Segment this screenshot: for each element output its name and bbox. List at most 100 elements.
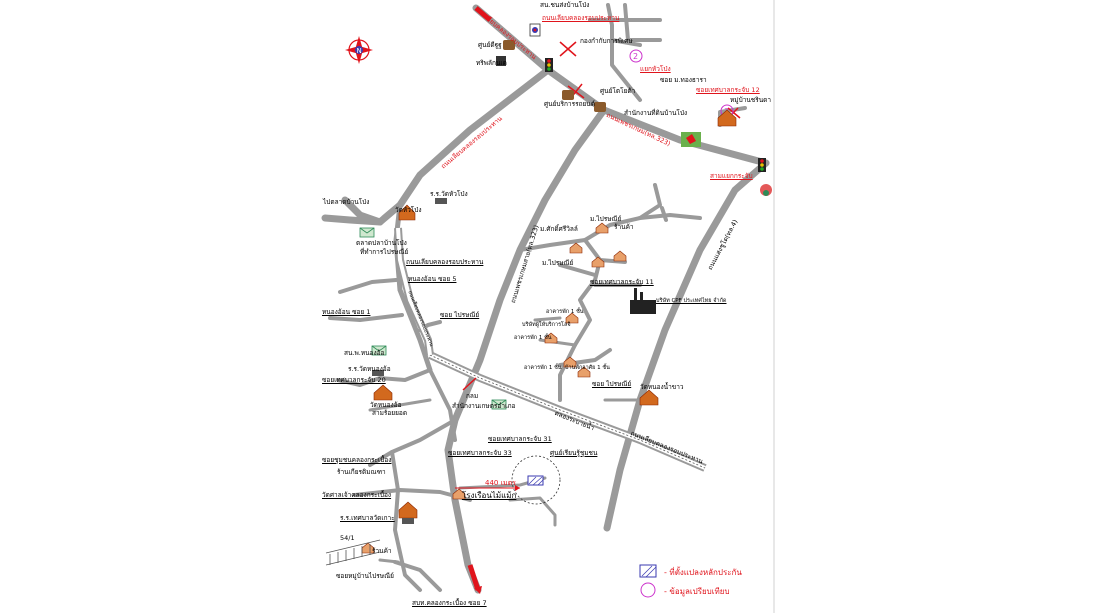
label-wat-right: วัดหนองน้ำขาว <box>640 383 684 391</box>
school-icons <box>372 198 447 524</box>
label-soi-small: 54/1 <box>340 534 355 542</box>
label-house3: อาคารพัก 1 ชั้น <box>514 335 552 341</box>
road-wat-nongor <box>336 368 432 387</box>
label-soi11: ซอยเทศบาลกระจับ 11 <box>590 278 654 286</box>
label-office-nong: สำนักงานเกษตรอำเภอ <box>452 402 516 410</box>
road-village-3 <box>660 206 668 222</box>
post-icons <box>359 227 507 410</box>
traffic-light-2 <box>758 158 766 172</box>
label-factory: บริษัท CPF ประเทศไทย จำกัด <box>656 298 727 304</box>
label-klong-road: ถนนเลียบคลองรอบประหาน <box>406 258 484 266</box>
label-village3: ร้านค้า <box>614 223 634 231</box>
label-soi31: ซอยเทศบาลกระจับ 31 <box>488 435 552 443</box>
label-municipal-office: สำนักงานที่ดินบ้านโป่ง <box>624 109 688 117</box>
road-village-4 <box>573 238 602 347</box>
label-soi-pipat: ซอย ไปรษณีย์ <box>440 311 480 319</box>
label-pump-station: ศูนย์ดีฐูฐ <box>478 41 502 49</box>
compass-icon: N <box>345 36 373 64</box>
parking-stripes <box>325 539 381 566</box>
road-bottom-1 <box>393 560 442 592</box>
tower-icon <box>496 56 506 66</box>
label-soi20: ซอยเทศบาลกระจับ 20 <box>322 376 386 384</box>
road-to-banpong <box>321 214 384 226</box>
legend-compare-label: - ข้อมูลเปรียบเทียบ <box>664 587 730 596</box>
label-post1: ที่ทำการไปรษณีย์ <box>360 248 409 256</box>
label-village2: ม.ศักดิ์ศรีวิลล์ <box>540 225 578 233</box>
plot-marker <box>527 475 544 486</box>
marker-2: 2 <box>629 49 643 63</box>
label-soi5: หนองอ้อน ซอย 5 <box>408 275 457 283</box>
label-target-shop: ศูนย์เรียนรู้ชุมชน <box>550 449 598 457</box>
factory-icon <box>630 288 656 314</box>
label-wat-klong: วัดศาลเจ้าคลองกระเบื้อง <box>322 491 392 499</box>
label-village4: ม.ไปรษณีย์ <box>542 259 574 267</box>
road-middle <box>444 106 608 594</box>
label-dept-store: กองกำกับการพิเศษ <box>580 37 633 45</box>
label-school3: ร.ร.เทศบาลวัดเกาะ <box>340 514 395 522</box>
label-dist: 440 เมตร <box>485 479 516 487</box>
label-central: ศูนย์โตโยต้า <box>600 87 636 95</box>
label-house5: บ้านพักอาศัย 1 ชั้น <box>565 365 610 371</box>
label-school-bottom: ร้านค้า <box>372 547 392 555</box>
label-brand-target: โรงเรือนไม้แม้ก <box>462 491 517 500</box>
road-soi1 <box>328 313 404 322</box>
road-top-right-1 <box>606 3 642 102</box>
traffic-light-1 <box>545 58 553 72</box>
road-soi31 <box>368 418 457 467</box>
road-bottom-2 <box>378 558 400 564</box>
legend-plot-icon <box>639 564 657 578</box>
label-post2: สน.พ.หนองอ้อ <box>344 349 385 357</box>
road-village-1 <box>518 183 662 252</box>
road-target-2 <box>508 496 557 527</box>
label-moo3: หมู่บ้านชรินดา <box>730 96 772 104</box>
label-house1: อาคารพัก 1 ชั้น <box>546 309 584 315</box>
road-village-6 <box>558 263 597 277</box>
road-lower-left <box>428 368 457 442</box>
road-top-right-4 <box>610 38 642 47</box>
label-wat-nongor: วัดหนองอ้อ <box>370 401 402 409</box>
label-trinet: ทริพลักนเด <box>476 59 507 67</box>
label-house4: อาคารพัก 1 ชั้น <box>524 365 562 371</box>
label-wat1: วัดหัวโป่ง <box>395 206 422 214</box>
gas-station-icon <box>529 23 541 37</box>
label-market: ตลาดปลาบ้านโป่ง <box>356 239 407 247</box>
label-crossing: กลม <box>466 392 479 400</box>
road-wat-left <box>368 398 432 412</box>
target-circle <box>511 455 561 505</box>
compass-letter: N <box>357 47 362 55</box>
road-top-right-3 <box>623 3 662 42</box>
label-service-center: ศูนย์บริการรถยนต์ <box>544 100 595 108</box>
label-wat-nongor2: สามร้อยยอด <box>372 409 408 417</box>
building-icons <box>503 40 606 112</box>
legend-plot-label: - ที่ตั้งแปลงหลักประกัน <box>664 568 742 577</box>
label-soi33: ซอยเทศบาลกระจับ 33 <box>448 449 512 457</box>
label-house2: บริษัทผู้ให้บริการโลจิ <box>522 322 571 328</box>
road-village-5 <box>598 258 627 264</box>
label-road-top: ถนนเลียบคลองรอบประหาน <box>542 14 620 22</box>
label-road-bottom: ซอยหมู่บ้านไปรษณีย์ <box>336 572 394 580</box>
label-soi7: สบท.คลองกระเบื้อง ซอย 7 <box>412 599 487 607</box>
road-village-7 <box>558 343 577 402</box>
label-village1: ม.ไปรษณีย์ <box>590 215 622 223</box>
shop-icon <box>681 132 701 147</box>
road-village-2 <box>638 213 702 220</box>
label-to-banpong: ไปตลาดบ้านโป่ง <box>323 198 370 206</box>
label-soi-rachawan: ซอย ม.ทองธารา <box>660 76 707 84</box>
label-ptt-station: สน.ชนส่งบ้านโป่ง <box>540 1 590 9</box>
label-shop-local: ร้านเกียรติมณฑา <box>337 468 386 476</box>
house-icons <box>361 222 627 554</box>
legend-compare-icon <box>640 582 656 598</box>
road-local <box>390 450 422 592</box>
label-soi12: ซอยเทศบาลกระจับ 12 <box>696 86 760 94</box>
label-intersection-right: สามแยกกระจับ <box>710 172 753 180</box>
label-soi-local: ซอยชุมชนคลองกระเบื้อง <box>322 456 392 464</box>
label-no-entry: แยกหัวโป่ง <box>640 65 671 73</box>
label-soi-pipat2: ซอย ไปรษณีย์ <box>592 380 632 388</box>
temple-icons <box>373 109 737 519</box>
label-wat-school: ร.ร.วัดหัวโป่ง <box>430 190 468 198</box>
highway <box>394 227 707 472</box>
svg-text:2: 2 <box>633 52 638 61</box>
tree-icon <box>760 184 772 196</box>
road-soi5 <box>338 278 398 294</box>
